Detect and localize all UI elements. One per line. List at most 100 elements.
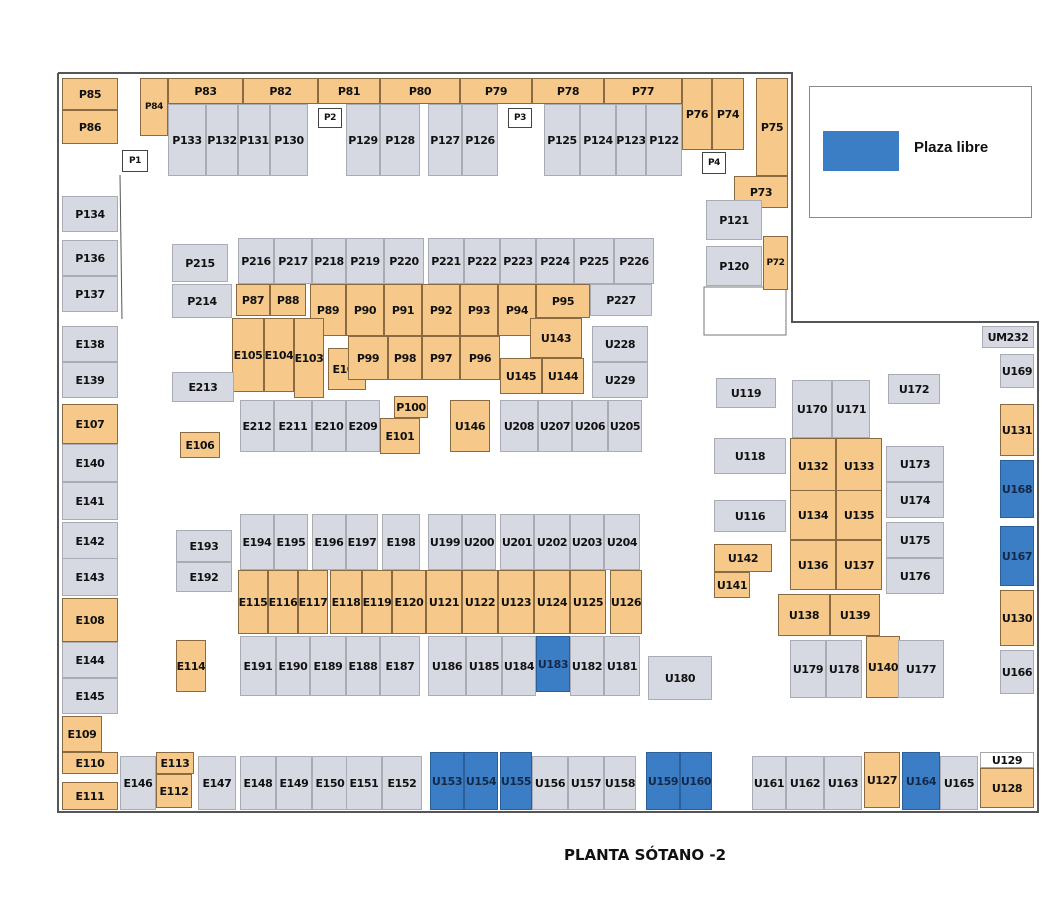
unit-u176[interactable]: U176 <box>886 558 944 594</box>
unit-e114[interactable]: E114 <box>176 640 206 692</box>
unit-p137[interactable]: P137 <box>62 276 118 312</box>
unit-p98[interactable]: P98 <box>388 336 422 380</box>
unit-p221[interactable]: P221 <box>428 238 464 284</box>
unit-p76[interactable]: P76 <box>682 78 712 150</box>
unit-e147[interactable]: E147 <box>198 756 236 810</box>
unit-e110[interactable]: E110 <box>62 752 118 774</box>
unit-u159[interactable]: U159 <box>646 752 680 810</box>
unit-u160[interactable]: U160 <box>680 752 712 810</box>
unit-u185[interactable]: U185 <box>466 636 502 696</box>
unit-u128[interactable]: U128 <box>980 768 1034 808</box>
unit-p122[interactable]: P122 <box>646 104 682 176</box>
unit-u137[interactable]: U137 <box>836 540 882 590</box>
unit-p91[interactable]: P91 <box>384 284 422 336</box>
unit-e190[interactable]: E190 <box>276 636 310 696</box>
unit-u203[interactable]: U203 <box>570 514 604 570</box>
unit-e195[interactable]: E195 <box>274 514 308 570</box>
unit-p2[interactable]: P2 <box>318 108 342 128</box>
unit-e191[interactable]: E191 <box>240 636 276 696</box>
unit-p75[interactable]: P75 <box>756 78 788 176</box>
unit-e211[interactable]: E211 <box>274 400 312 452</box>
unit-p136[interactable]: P136 <box>62 240 118 276</box>
unit-u136[interactable]: U136 <box>790 540 836 590</box>
unit-u121[interactable]: U121 <box>426 570 462 634</box>
unit-u123[interactable]: U123 <box>498 570 534 634</box>
unit-p124[interactable]: P124 <box>580 104 616 176</box>
unit-e138[interactable]: E138 <box>62 326 118 362</box>
unit-p224[interactable]: P224 <box>536 238 574 284</box>
unit-p219[interactable]: P219 <box>346 238 384 284</box>
unit-u175[interactable]: U175 <box>886 522 944 558</box>
unit-e152[interactable]: E152 <box>382 756 422 810</box>
unit-u179[interactable]: U179 <box>790 640 826 698</box>
unit-p89[interactable]: P89 <box>310 284 346 336</box>
unit-p120[interactable]: P120 <box>706 246 762 286</box>
unit-u172[interactable]: U172 <box>888 374 940 404</box>
unit-p92[interactable]: P92 <box>422 284 460 336</box>
unit-e146[interactable]: E146 <box>120 756 156 810</box>
unit-p123[interactable]: P123 <box>616 104 646 176</box>
unit-u157[interactable]: U157 <box>568 756 604 810</box>
unit-p3[interactable]: P3 <box>508 108 532 128</box>
unit-u178[interactable]: U178 <box>826 640 862 698</box>
unit-e148[interactable]: E148 <box>240 756 276 810</box>
unit-e192[interactable]: E192 <box>176 562 232 592</box>
unit-u133[interactable]: U133 <box>836 438 882 494</box>
unit-e196[interactable]: E196 <box>312 514 346 570</box>
unit-u183[interactable]: U183 <box>536 636 570 692</box>
unit-p227[interactable]: P227 <box>590 284 652 316</box>
unit-u206[interactable]: U206 <box>572 400 608 452</box>
unit-p96[interactable]: P96 <box>460 336 500 380</box>
unit-e113[interactable]: E113 <box>156 752 194 774</box>
unit-e112[interactable]: E112 <box>156 774 192 808</box>
unit-p72[interactable]: P72 <box>763 236 788 290</box>
unit-p1[interactable]: P1 <box>122 150 148 172</box>
unit-u169[interactable]: U169 <box>1000 354 1034 388</box>
unit-u200[interactable]: U200 <box>462 514 496 570</box>
unit-p214[interactable]: P214 <box>172 284 232 318</box>
unit-p128[interactable]: P128 <box>380 104 420 176</box>
unit-u168[interactable]: U168 <box>1000 460 1034 518</box>
unit-p99[interactable]: P99 <box>348 336 388 380</box>
unit-u144[interactable]: U144 <box>542 358 584 394</box>
unit-u201[interactable]: U201 <box>500 514 534 570</box>
unit-e209[interactable]: E209 <box>346 400 380 452</box>
unit-u204[interactable]: U204 <box>604 514 640 570</box>
unit-u146[interactable]: U146 <box>450 400 490 452</box>
unit-u131[interactable]: U131 <box>1000 404 1034 456</box>
unit-u182[interactable]: U182 <box>570 636 604 696</box>
unit-p84[interactable]: P84 <box>140 78 168 136</box>
unit-p4[interactable]: P4 <box>702 152 726 174</box>
unit-u158[interactable]: U158 <box>604 756 636 810</box>
unit-u130[interactable]: U130 <box>1000 590 1034 646</box>
unit-p226[interactable]: P226 <box>614 238 654 284</box>
unit-p74[interactable]: P74 <box>712 78 744 150</box>
unit-u143[interactable]: U143 <box>530 318 582 358</box>
unit-e120[interactable]: E120 <box>392 570 426 634</box>
unit-u135[interactable]: U135 <box>836 490 882 540</box>
unit-u180[interactable]: U180 <box>648 656 712 700</box>
unit-e150[interactable]: E150 <box>312 756 348 810</box>
unit-e141[interactable]: E141 <box>62 482 118 520</box>
unit-e103[interactable]: E103 <box>294 318 324 398</box>
unit-p80[interactable]: P80 <box>380 78 460 104</box>
unit-u155[interactable]: U155 <box>500 752 532 810</box>
unit-e212[interactable]: E212 <box>240 400 274 452</box>
unit-u207[interactable]: U207 <box>538 400 572 452</box>
unit-e108[interactable]: E108 <box>62 598 118 642</box>
unit-u170[interactable]: U170 <box>792 380 832 438</box>
unit-u141[interactable]: U141 <box>714 572 750 598</box>
unit-u118[interactable]: U118 <box>714 438 786 474</box>
unit-u202[interactable]: U202 <box>534 514 570 570</box>
unit-p77[interactable]: P77 <box>604 78 682 104</box>
unit-p121[interactable]: P121 <box>706 200 762 240</box>
unit-u139[interactable]: U139 <box>830 594 880 636</box>
unit-e189[interactable]: E189 <box>310 636 346 696</box>
unit-u122[interactable]: U122 <box>462 570 498 634</box>
unit-p134[interactable]: P134 <box>62 196 118 232</box>
unit-e151[interactable]: E151 <box>346 756 382 810</box>
unit-p130[interactable]: P130 <box>270 104 308 176</box>
unit-p218[interactable]: P218 <box>312 238 346 284</box>
unit-e213[interactable]: E213 <box>172 372 234 402</box>
unit-u228[interactable]: U228 <box>592 326 648 362</box>
